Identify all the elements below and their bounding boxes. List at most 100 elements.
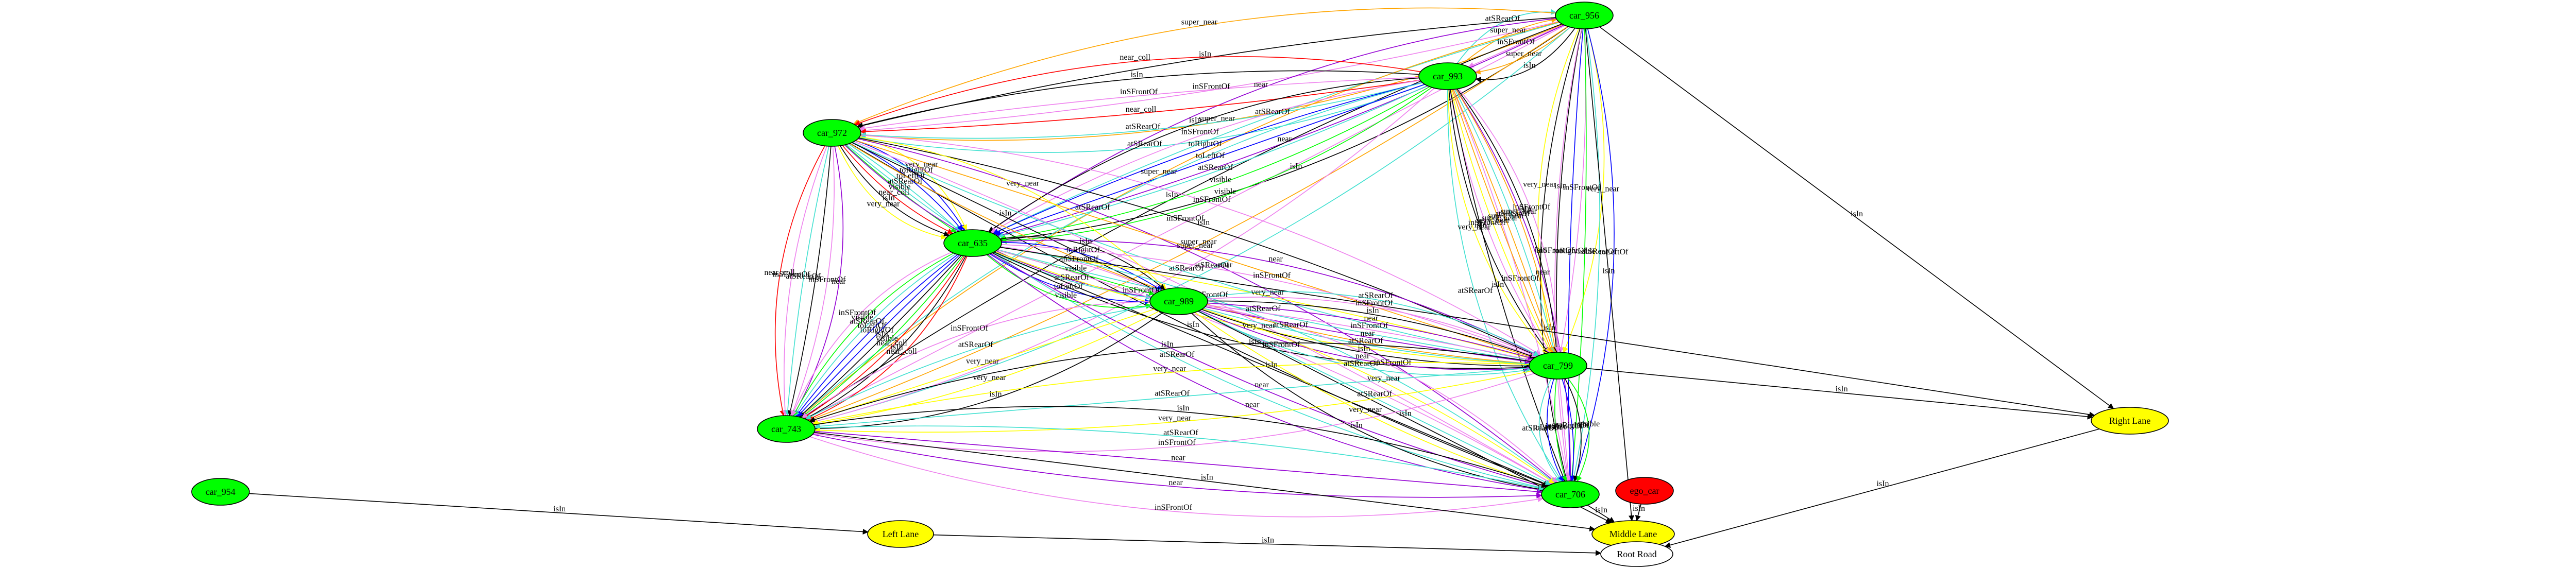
edge-label: atSRearOf (1127, 140, 1162, 148)
edge-car_635-inSFrontOf-car_799 (1001, 244, 1536, 358)
edge-car_799-toLeftOf-car_706 (1547, 378, 1564, 482)
edge-label: very_near (1523, 180, 1556, 189)
node-car-799: car_799 (1529, 352, 1587, 380)
edge-label: inSFrontOf (1497, 38, 1535, 46)
edge-label: inSFrontOf (1181, 128, 1219, 136)
edge-label: visible (851, 313, 873, 321)
edge-label: atSRearOf (786, 272, 821, 281)
node-shape (1418, 62, 1477, 90)
edge-label: isIn (1399, 409, 1412, 418)
edge-label: atSRearOf (1485, 14, 1520, 23)
edge-car_635-near_coll-car_743 (802, 255, 965, 419)
edge-car_799-toRightOf-car_706 (1562, 378, 1575, 482)
edge-label: near_coll (1126, 105, 1157, 114)
edge-label: atSRearOf (1169, 264, 1204, 273)
edge-label: visible (1209, 176, 1231, 184)
edge-car_635-isIn-car_799 (992, 252, 1530, 370)
edge-label: toLeftOf (1196, 151, 1225, 160)
edge-car_956-inSFrontOf-car_972 (860, 21, 1559, 133)
edge-car_972-atSRearOf-car_799 (852, 142, 1532, 363)
edge-label: super_near (1141, 167, 1177, 176)
edge-label: atSRearOf (1198, 163, 1233, 172)
edge-label: near (1245, 401, 1260, 409)
edge-car_635-atSRearOf-car_989 (993, 252, 1152, 300)
edge-label: inSFrontOf (1253, 271, 1291, 280)
edge-car_993-atSRearOf-car_706 (1447, 89, 1563, 483)
edge-car_989-very_near-car_706 (1202, 308, 1555, 484)
edge-car_993-isIn-car_799 (1448, 89, 1549, 354)
edge-label: isIn (1262, 536, 1274, 545)
edge-car_993-inSFrontOf-car_743 (810, 88, 1435, 424)
edge-car_635-toLeftOf-car_743 (795, 254, 958, 417)
edge-car_635-isIn-car_743 (805, 255, 967, 420)
node-label: car_956 (1569, 10, 1599, 21)
edge-label: atSRearOf (1495, 209, 1530, 218)
edge-right_lane-isIn-root_road (1664, 428, 2100, 548)
edge-label: super_near (1199, 114, 1235, 123)
node-shape (1615, 477, 1674, 505)
edge-label: atSRearOf (1160, 350, 1195, 359)
edge-label: isIn (1166, 191, 1178, 199)
edge-label: inSFrontOf (808, 276, 846, 284)
node-car-956: car_956 (1555, 2, 1614, 29)
edge-car_993-super_near-car_799 (1451, 89, 1553, 353)
edge-label: very_near (867, 199, 901, 208)
edge-label: visible (1065, 264, 1087, 273)
node-label: car_635 (958, 238, 988, 248)
edge-car_799-visible-car_706 (1567, 377, 1590, 482)
edge-car_993-inSFrontOf-car_635 (990, 80, 1420, 233)
node-car-972: car_972 (803, 119, 861, 147)
edge-label: isIn (1189, 115, 1201, 124)
edge-label: isIn (1554, 182, 1567, 191)
edge-car_993-toRightOf-car_635 (992, 82, 1422, 234)
edge-car_993-isIn-car_799 (1456, 89, 1560, 353)
edge-car_956-toRightOf-car_706 (1567, 28, 1584, 482)
edge-car_956-isIn-middle_lane (1585, 28, 1635, 522)
edge-label: near_coll (876, 338, 907, 347)
edge-car_635-visible-car_743 (792, 252, 954, 417)
edge-car_989-very_near-car_743 (809, 308, 1156, 423)
edge-car_635-near-car_706 (987, 254, 1544, 493)
node-label: car_972 (817, 128, 847, 138)
edge-label: isIn (999, 209, 1012, 218)
edge-car_956-super_near-car_743 (800, 21, 1560, 418)
edge-label: isIn (1603, 267, 1615, 276)
edge-car_972-toLeftOf-car_635 (852, 142, 963, 231)
edge-label: isIn (1595, 506, 1607, 514)
edge-label: isIn (1535, 246, 1547, 254)
edge-car_956-super_near-car_993 (1475, 27, 1571, 75)
edge-car_989-isIn-car_743 (814, 312, 1163, 432)
edge-label: very_near (973, 373, 1006, 382)
edge-label: near_coll (1120, 53, 1150, 62)
edge-label: near (1218, 261, 1233, 269)
edge-car_635-visible-car_989 (986, 254, 1152, 309)
node-shape (1600, 541, 1673, 567)
edge-car_993-isIn-car_972 (857, 70, 1419, 128)
edge-car_706-isIn-middle_lane (1587, 505, 1615, 523)
edge-car_972-near-car_706 (858, 138, 1557, 484)
edge-car_989-atSRearOf-car_799 (1206, 291, 1539, 356)
edge-label: inSFrontOf (1193, 195, 1231, 204)
edge-label: isIn (1523, 61, 1536, 70)
edge-car_993-near_coll-car_972 (854, 56, 1421, 126)
edge-label: inSFrontOf (1166, 214, 1205, 223)
edge-car_954-isIn-left_lane (249, 493, 869, 535)
edge-label: very_near (1586, 184, 1620, 193)
edge-label: near_coll (764, 268, 795, 277)
edge-car_956-super_near-car_972 (853, 7, 1556, 125)
edge-car_635-near-car_706 (990, 253, 1547, 489)
edge-label: toLeftOf (1533, 423, 1563, 432)
edge-label: super_near (1501, 207, 1537, 216)
edge-car_799-very_near-car_743 (814, 370, 1532, 434)
edge-label: visible (1573, 247, 1596, 255)
edge-car_635-isIn-car_743 (799, 255, 962, 418)
edge-label: inSFrontOf (1536, 246, 1574, 255)
edge-label: atSRearOf (1582, 247, 1617, 256)
node-shape (1541, 480, 1600, 508)
edge-label: atSRearOf (1194, 261, 1229, 270)
edge-label: atSRearOf (1273, 320, 1308, 329)
edge-car_635-isIn-right_lane (1000, 247, 2095, 418)
edge-label: toLeftOf (1054, 282, 1083, 291)
edge-label: near (1277, 135, 1292, 144)
node-right-lane: Right Lane (2091, 407, 2169, 435)
